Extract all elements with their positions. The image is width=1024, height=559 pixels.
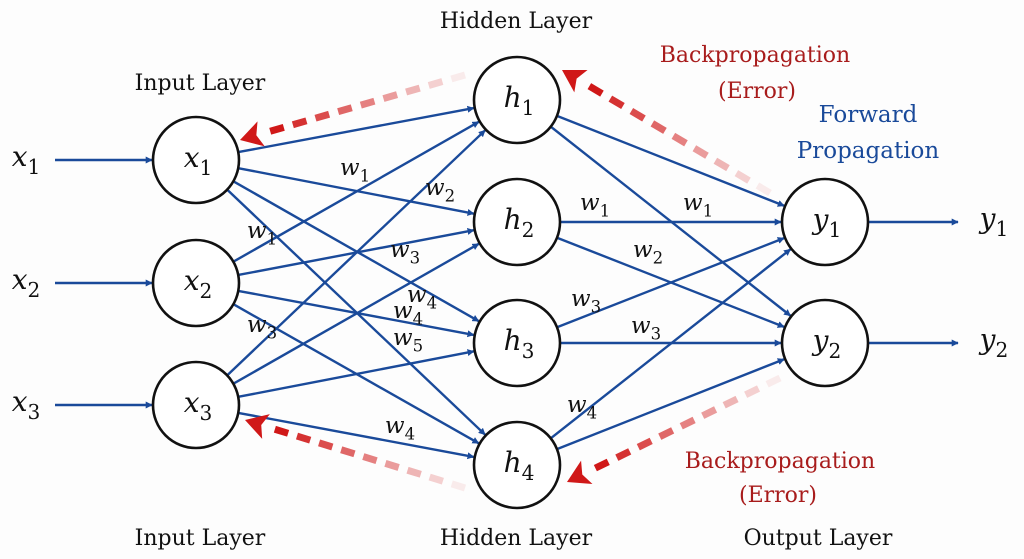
hidden-node-label-4: h4 (504, 446, 535, 485)
edge-x3-h4 (238, 411, 475, 460)
output-node-label-2: y2 (811, 324, 842, 363)
output-node-1 (780, 177, 870, 267)
input-node-1 (151, 115, 241, 205)
edge-x3-h1 (226, 129, 486, 377)
edge-x1-h1 (238, 105, 475, 154)
external-input-label-1: x1 (12, 140, 41, 179)
hidden-layer-title-bottom: Hidden Layer (440, 526, 593, 551)
backprop-label-top-line1: Backpropagation (660, 43, 850, 68)
edge-x2-h1 (232, 120, 480, 263)
edge-x3-h2 (232, 242, 480, 385)
external-input-label-2: x2 (12, 263, 41, 302)
output-layer-title-bottom: Output Layer (744, 526, 893, 551)
edge-x1-h3 (232, 180, 480, 323)
backprop-arrow-bottom-right (567, 374, 782, 485)
weight-label-2: w2 (425, 175, 455, 205)
backprop-arrow-top-right (562, 70, 772, 197)
hidden-node-3 (472, 298, 562, 388)
weight-label-12: w2 (633, 237, 663, 267)
hidden-node-label-1: h1 (504, 81, 535, 120)
forward-label-line2: Propagation (797, 138, 940, 164)
backprop-arrows (240, 70, 782, 492)
edge-x3-h3 (237, 349, 475, 399)
backprop-label-top-line2: (Error) (718, 79, 796, 104)
weight-label-11: w1 (683, 190, 713, 220)
backprop-arrow-bottom-left (245, 414, 467, 492)
edge-h3-y1 (556, 236, 785, 329)
weight-label-5: w4 (407, 282, 437, 312)
input-node-label-3: x3 (184, 386, 213, 425)
edge-h1-y1 (556, 114, 785, 207)
backprop-label-bottom-line2: (Error) (739, 483, 817, 508)
forward-label-line1: Forward (819, 102, 918, 128)
weight-label-9: w4 (385, 413, 415, 443)
input-node-label-2: x2 (184, 264, 213, 303)
external-input-label-3: x3 (12, 385, 41, 424)
weight-label-6: w4 (393, 298, 423, 328)
forward-edges (55, 105, 959, 460)
hidden-node-2 (472, 177, 562, 267)
hidden-node-4 (472, 420, 562, 510)
weight-label-15: w4 (567, 392, 597, 422)
backprop-label-bottom-line1: Backpropagation (685, 449, 875, 474)
input-layer-title-bottom: Input Layer (135, 526, 266, 551)
weight-label-14: w3 (631, 313, 661, 343)
nodes: x1 x2 x3 h1 h2 h3 h4 y1 y2 (151, 55, 870, 510)
output-node-2 (780, 298, 870, 388)
hidden-node-label-3: h3 (504, 324, 535, 363)
weight-label-7: w3 (247, 312, 277, 342)
weight-label-4: w3 (390, 237, 420, 267)
output-node-label-1: y1 (811, 203, 842, 242)
external-output-label-2: y2 (978, 323, 1009, 362)
weight-label-13: w3 (571, 286, 601, 316)
hidden-node-label-2: h2 (504, 203, 535, 242)
input-node-3 (151, 360, 241, 450)
input-node-label-1: x1 (184, 141, 213, 180)
edge-h4-y1 (550, 248, 792, 440)
input-layer-title-top: Input Layer (135, 71, 266, 96)
external-output-label-1: y1 (978, 202, 1009, 241)
hidden-node-1 (472, 55, 562, 145)
weight-label-3: w1 (247, 218, 277, 248)
edge-h4-y2 (556, 358, 785, 451)
weight-label-10: w1 (580, 190, 610, 220)
input-node-2 (151, 238, 241, 328)
hidden-layer-title-top: Hidden Layer (440, 9, 593, 34)
weight-label-8: w5 (393, 325, 423, 355)
weight-label-1: w1 (340, 155, 370, 185)
backprop-arrow-top-left (240, 71, 466, 147)
